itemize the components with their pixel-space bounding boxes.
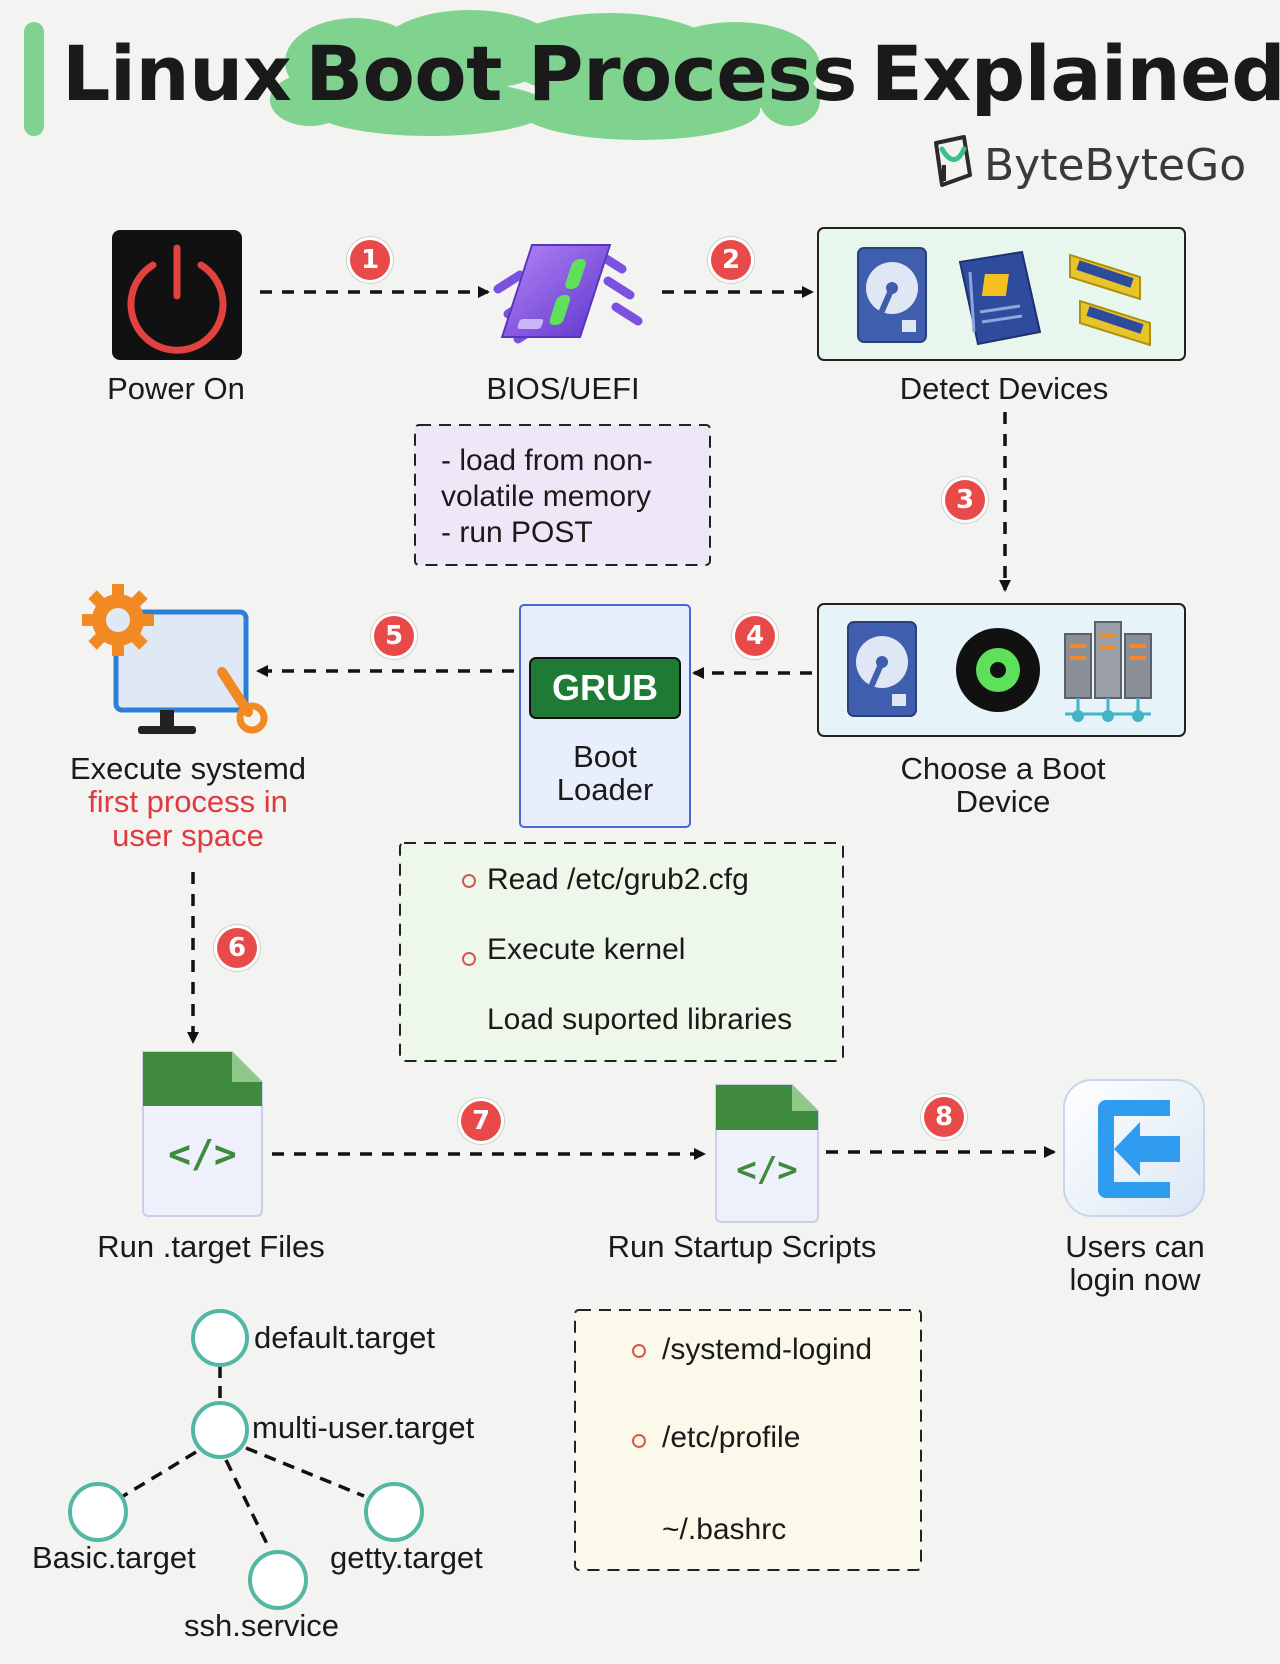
- bios-note-line-3: - run POST: [441, 516, 593, 549]
- label-bios: BIOS/UEFI: [486, 371, 640, 406]
- label-grub-boot-loader: Boot Loader: [520, 740, 690, 807]
- scripts-note-line-2: /etc/profile: [662, 1421, 801, 1454]
- step-badge-3: 3: [945, 480, 985, 520]
- login-line-2: login now: [1069, 1262, 1201, 1298]
- tree-label-ssh: ssh.service: [184, 1608, 340, 1643]
- bios-note-line-1: - load from non-: [441, 444, 653, 477]
- title-highlight: Boot Process: [305, 29, 857, 118]
- script-file-code-glyph: </>: [736, 1150, 798, 1190]
- title-accent-bar: [24, 22, 44, 136]
- tree-label-default: default.target: [254, 1320, 435, 1355]
- scripts-note-bullet-2: [632, 1434, 646, 1453]
- optical-disc-icon: [956, 628, 1040, 712]
- tree-label-multi-user: multi-user.target: [252, 1410, 475, 1445]
- choose-line-1: Choose a Boot: [900, 751, 1106, 786]
- bytebytego-logo-icon: [934, 135, 972, 187]
- label-choose-boot-device: Choose a Boot Device: [868, 752, 1138, 819]
- grub-note-bullet-2: [462, 952, 476, 971]
- label-users-login: Users can login now: [1040, 1230, 1230, 1297]
- step-badge-6: 6: [217, 928, 257, 968]
- tree-node-multi-user: [191, 1401, 249, 1459]
- grub-line-2: Loader: [556, 772, 654, 808]
- label-execute-systemd: Execute systemd first process in user sp…: [38, 751, 338, 853]
- step-badge-4: 4: [735, 616, 775, 656]
- grub-badge-label: GRUB: [552, 667, 658, 708]
- boot-disk-icon: [847, 621, 917, 717]
- scripts-note-bullet-1: [632, 1344, 646, 1363]
- startup-script-file-icon: [715, 1084, 819, 1223]
- gear-icon: [82, 584, 154, 656]
- step-badge-7: 7: [461, 1101, 501, 1141]
- hard-disk-icon: [857, 247, 927, 343]
- grub-note-box: [399, 842, 844, 1062]
- power-on-icon: [112, 230, 242, 360]
- scripts-note-line-3: ~/.bashrc: [662, 1513, 787, 1546]
- systemd-line-1: Execute systemd: [69, 751, 307, 786]
- target-file-icon: [142, 1051, 263, 1217]
- bios-note-box: [414, 424, 711, 566]
- tree-node-getty: [364, 1482, 424, 1542]
- ram-modules-icon: [1069, 253, 1151, 347]
- scripts-note-box: [574, 1309, 922, 1571]
- title-pre: Linux: [62, 29, 292, 118]
- systemd-monitor-icon: [113, 609, 249, 734]
- grub-line-1: Boot: [573, 739, 637, 774]
- systemd-line-3: user space: [112, 817, 264, 853]
- bios-note-line-2: volatile memory: [441, 480, 652, 513]
- label-run-startup-scripts: Run Startup Scripts: [607, 1229, 877, 1264]
- tree-label-basic: Basic.target: [32, 1540, 196, 1575]
- brand-name: ByteByteGo: [984, 140, 1247, 191]
- grub-note-line-3: Load suported libraries: [487, 1003, 793, 1036]
- scripts-note-line-1: /systemd-logind: [662, 1333, 873, 1366]
- tree-node-default: [191, 1309, 249, 1367]
- step-badge-8: 8: [924, 1097, 964, 1137]
- grub-note-bullet-1: [462, 874, 476, 893]
- wrench-icon: [217, 667, 268, 734]
- tree-node-basic: [68, 1482, 128, 1542]
- login-icon: [1063, 1079, 1205, 1217]
- login-line-1: Users can: [1065, 1229, 1205, 1264]
- step-badge-5: 5: [374, 616, 414, 656]
- bios-chip-icon: [493, 244, 643, 344]
- systemd-line-2: first process in: [88, 784, 288, 820]
- grub-note-line-1: Read /etc/grub2.cfg: [487, 863, 749, 896]
- target-tree-links: [119, 1366, 365, 1547]
- flow-arrows: [187, 286, 1056, 1160]
- label-power-on: Power On: [107, 371, 245, 406]
- label-run-target-files: Run .target Files: [97, 1229, 325, 1264]
- grub-badge: [529, 657, 681, 719]
- step-badge-2: 2: [711, 240, 751, 280]
- motherboard-icon: [958, 250, 1042, 346]
- grub-note-line-2: Execute kernel: [487, 933, 686, 966]
- title-highlight-blob: [270, 10, 820, 140]
- network-servers-icon: [1064, 621, 1152, 722]
- target-tree-nodes: [68, 1309, 424, 1610]
- tree-node-ssh: [248, 1550, 308, 1610]
- label-detect-devices: Detect Devices: [899, 371, 1109, 406]
- step-badge-1: 1: [350, 240, 390, 280]
- target-file-code-glyph: </>: [168, 1132, 237, 1176]
- choose-line-2: Device: [955, 784, 1051, 820]
- title-post: Explained: [870, 29, 1280, 118]
- tree-label-getty: getty.target: [330, 1540, 483, 1575]
